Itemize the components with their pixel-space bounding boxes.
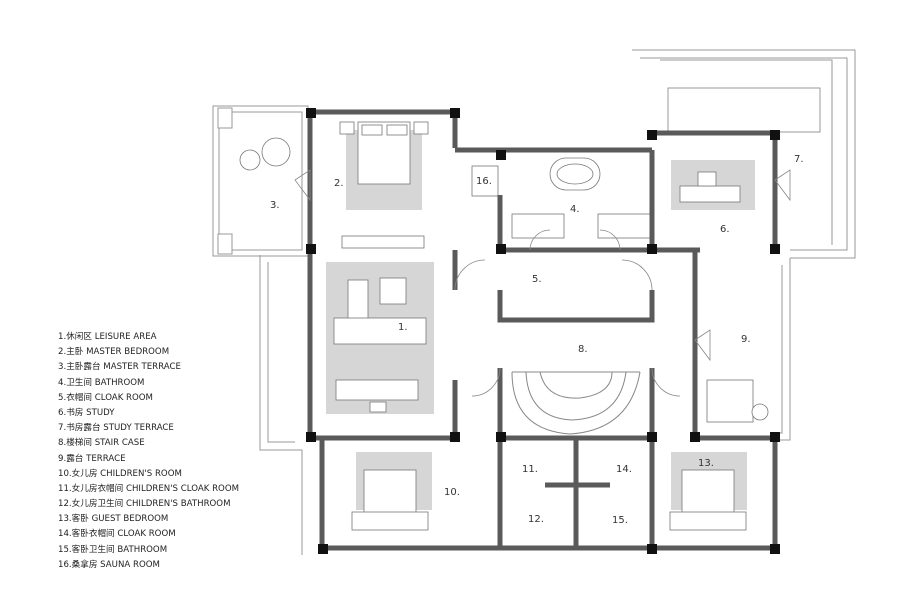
legend-item: 13.客卧 GUEST BEDROOM xyxy=(58,514,169,525)
legend-item: 12.女儿房卫生间 CHILDREN'S BATHROOM xyxy=(58,499,231,510)
legend-item: 3.主卧露台 MASTER TERRACE xyxy=(58,362,181,373)
room-label-6: 6. xyxy=(720,224,730,235)
legend-item: 16.桑拿房 SAUNA ROOM xyxy=(58,559,160,570)
room-label-2: 2. xyxy=(334,178,344,189)
room-label-7: 7. xyxy=(794,154,804,165)
room-label-5: 5. xyxy=(532,274,542,285)
columns xyxy=(306,108,780,554)
legend-item: 8.楼梯间 STAIR CASE xyxy=(58,438,145,449)
room-label-14: 14. xyxy=(616,464,632,475)
room-label-1: 1. xyxy=(398,322,408,333)
room-label-9: 9. xyxy=(741,334,751,345)
room-label-13: 13. xyxy=(698,458,714,469)
room-label-12: 12. xyxy=(528,514,544,525)
room-label-10: 10. xyxy=(444,487,460,498)
study-terrace xyxy=(632,49,856,259)
staircase xyxy=(511,371,641,435)
legend-item: 10.女儿房 CHILDREN'S ROOM xyxy=(58,468,182,479)
room-label-4: 4. xyxy=(570,204,580,215)
furniture xyxy=(239,121,769,531)
legend-item: 1.休闲区 LEISURE AREA xyxy=(58,332,157,342)
door-swings xyxy=(294,169,791,397)
room-label-8: 8. xyxy=(578,344,588,355)
legend-item: 9.露台 TERRACE xyxy=(58,453,126,464)
legend-item: 11.女儿房衣帽间 CHILDREN'S CLOAK ROOM xyxy=(58,483,240,494)
legend-item: 14.客卧衣帽间 CLOAK ROOM xyxy=(58,529,176,540)
room-label-15: 15. xyxy=(612,515,628,526)
master-terrace xyxy=(212,105,309,257)
room-label-16: 16. xyxy=(476,176,492,187)
room-legend: 1.休闲区 LEISURE AREA 2.主卧 MASTER BEDROOM 3… xyxy=(58,330,308,573)
room-label-11: 11. xyxy=(522,464,538,475)
legend-item: 7.书房露台 STUDY TERRACE xyxy=(58,423,174,434)
legend-item: 5.衣帽间 CLOAK ROOM xyxy=(58,392,153,403)
room-label-3: 3. xyxy=(270,200,280,211)
legend-item: 6.书房 STUDY xyxy=(58,407,115,418)
room-labels: 1. 2. 3. 4. 5. 6. 7. 8. 9. 10. 11. 12. 1… xyxy=(270,154,804,526)
legend-item: 4.卫生间 BATHROOM xyxy=(58,377,145,388)
legend-item: 2.主卧 MASTER BEDROOM xyxy=(58,347,170,358)
legend-item: 15.客卧卫生间 BATHROOM xyxy=(58,544,168,555)
